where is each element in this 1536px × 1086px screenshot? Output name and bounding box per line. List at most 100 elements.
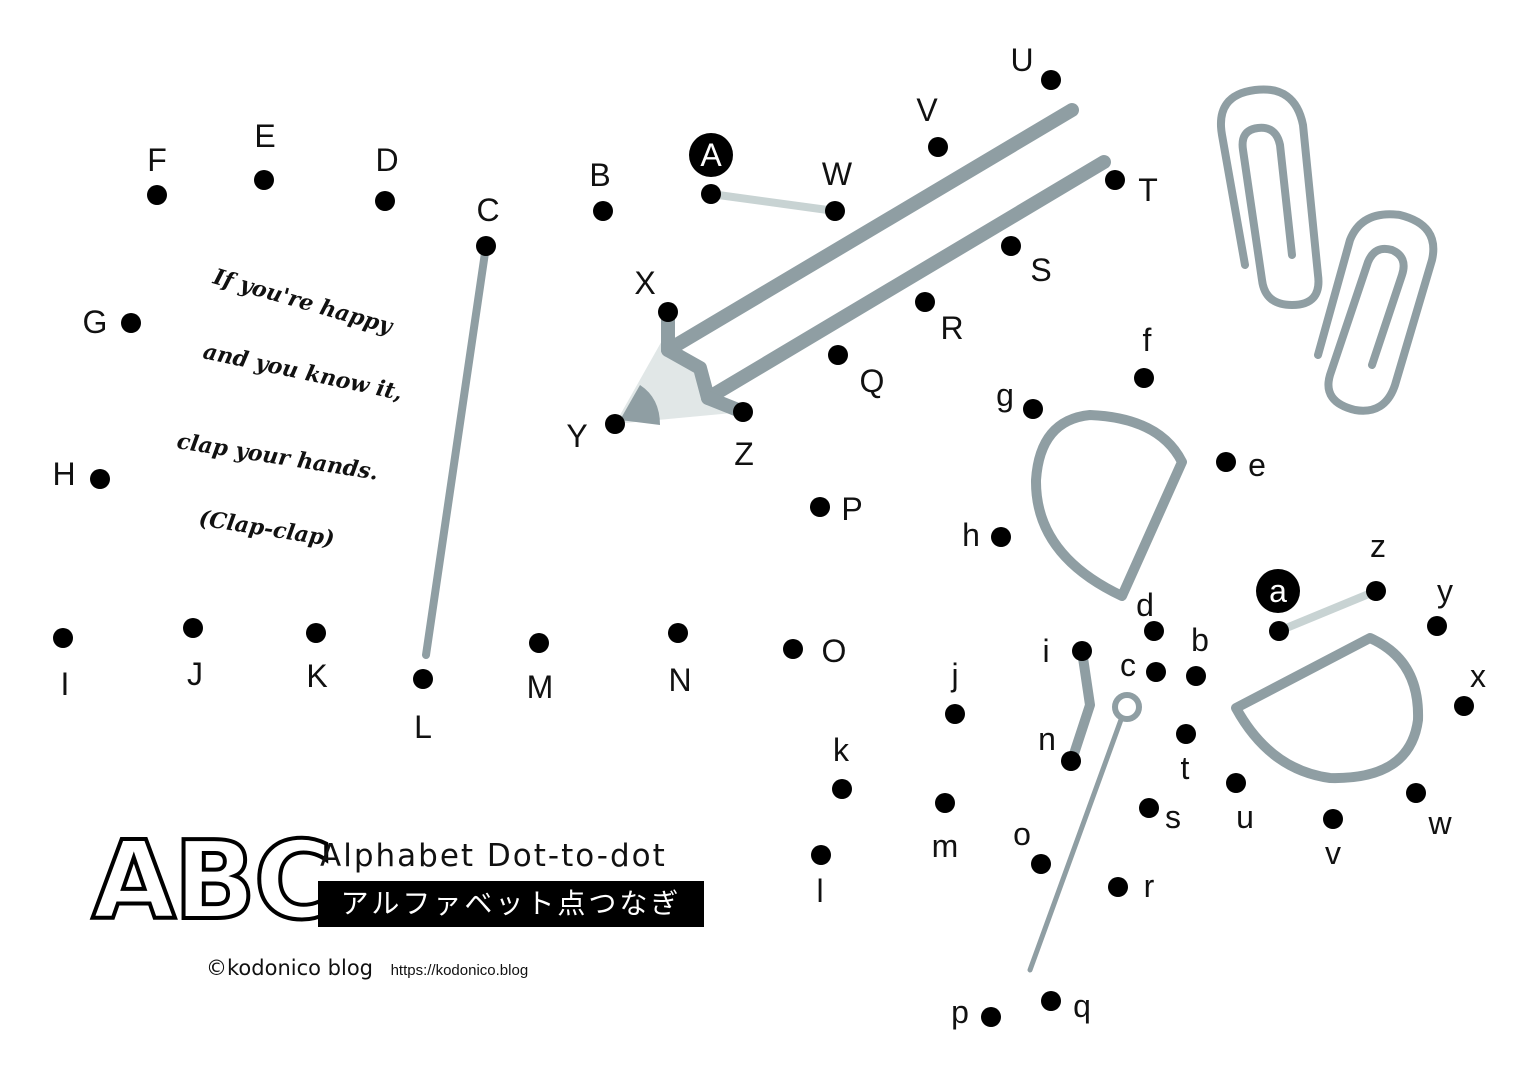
dot[interactable] xyxy=(306,623,326,643)
half-circle-shape xyxy=(1030,410,1187,601)
dot-label: z xyxy=(1370,528,1386,564)
push-pin-drawing xyxy=(1027,692,1142,973)
dot-label: G xyxy=(83,304,108,340)
dot[interactable] xyxy=(701,184,721,204)
dot[interactable] xyxy=(413,669,433,689)
site-url[interactable]: https://kodonico.blog xyxy=(390,962,529,979)
start-badge xyxy=(1256,569,1300,613)
dot[interactable] xyxy=(915,292,935,312)
dot[interactable] xyxy=(593,201,613,221)
dot[interactable] xyxy=(832,779,852,799)
paperclip-icon xyxy=(1217,85,1323,309)
dot-label: L xyxy=(414,709,432,745)
dot[interactable] xyxy=(605,414,625,434)
song-line: and you know it, xyxy=(201,338,405,406)
dot[interactable] xyxy=(1144,621,1164,641)
dot[interactable] xyxy=(254,170,274,190)
song-text: If you're happy and you know it, clap yo… xyxy=(175,263,405,552)
dot[interactable] xyxy=(183,618,203,638)
dot[interactable] xyxy=(1454,696,1474,716)
dot-label: k xyxy=(833,732,850,768)
dot[interactable] xyxy=(935,793,955,813)
dot[interactable] xyxy=(928,137,948,157)
dot-label: e xyxy=(1248,447,1266,483)
dot-label: B xyxy=(589,157,610,193)
dot[interactable] xyxy=(783,639,803,659)
dot-label: F xyxy=(147,142,167,178)
dot[interactable] xyxy=(1323,809,1343,829)
english-title: Alphabet Dot-to-dot xyxy=(320,838,667,874)
pencil-drawing xyxy=(615,103,1111,425)
dot[interactable] xyxy=(1031,854,1051,874)
dot[interactable] xyxy=(658,302,678,322)
dot[interactable] xyxy=(1146,662,1166,682)
dot[interactable] xyxy=(981,1007,1001,1027)
start-badge xyxy=(689,133,733,177)
dot[interactable] xyxy=(1186,666,1206,686)
dot[interactable] xyxy=(1406,783,1426,803)
dot-label: s xyxy=(1165,799,1181,835)
credit-line: ©kodonico blog https://kodonico.blog xyxy=(206,956,528,981)
dot-label: t xyxy=(1181,750,1190,786)
dot-label: S xyxy=(1030,252,1051,288)
dot[interactable] xyxy=(121,313,141,333)
dot[interactable] xyxy=(1427,616,1447,636)
dot[interactable] xyxy=(1072,641,1092,661)
japanese-title: アルファベット点つなぎ xyxy=(318,881,704,927)
start-badge-label: A xyxy=(700,137,722,173)
dot[interactable] xyxy=(945,704,965,724)
dot[interactable] xyxy=(476,236,496,256)
example-line xyxy=(1067,646,1095,765)
dot[interactable] xyxy=(991,527,1011,547)
dot[interactable] xyxy=(733,402,753,422)
dot-label: g xyxy=(996,377,1014,413)
title-block: ABC Alphabet Dot-to-dot アルファベット点つなぎ xyxy=(90,826,712,938)
dot[interactable] xyxy=(90,469,110,489)
dot-label: H xyxy=(52,456,75,492)
dot[interactable] xyxy=(1023,399,1043,419)
dot[interactable] xyxy=(1041,991,1061,1011)
paperclip-icon xyxy=(1314,210,1438,415)
dot[interactable] xyxy=(1176,724,1196,744)
dot-label: l xyxy=(816,873,823,909)
dot-label: m xyxy=(932,828,959,864)
dot-label: y xyxy=(1437,573,1453,609)
dot-label: O xyxy=(822,633,847,669)
dot[interactable] xyxy=(668,623,688,643)
dot-label: u xyxy=(1236,799,1254,835)
dot[interactable] xyxy=(1001,236,1021,256)
half-circle-shape xyxy=(1231,633,1424,784)
abc-logo: ABC xyxy=(90,819,335,944)
pin-line xyxy=(422,242,490,659)
dot[interactable] xyxy=(1108,877,1128,897)
dot-label: U xyxy=(1010,42,1033,78)
dot[interactable] xyxy=(1041,70,1061,90)
dot-label: M xyxy=(527,669,554,705)
dot[interactable] xyxy=(53,628,73,648)
dot[interactable] xyxy=(529,633,549,653)
dot[interactable] xyxy=(1366,581,1386,601)
dot[interactable] xyxy=(1134,368,1154,388)
dot-label: b xyxy=(1191,622,1209,658)
dot[interactable] xyxy=(1061,751,1081,771)
dot-label: I xyxy=(61,666,70,702)
dot[interactable] xyxy=(1216,452,1236,472)
dot-label: v xyxy=(1325,835,1341,871)
dot-label: Z xyxy=(734,436,754,472)
dot[interactable] xyxy=(1105,170,1125,190)
dot-label: n xyxy=(1038,721,1056,757)
dot[interactable] xyxy=(810,497,830,517)
dot[interactable] xyxy=(811,845,831,865)
dot[interactable] xyxy=(147,185,167,205)
dot[interactable] xyxy=(1226,773,1246,793)
dot[interactable] xyxy=(375,191,395,211)
dot[interactable] xyxy=(1139,798,1159,818)
dot-label: Q xyxy=(860,363,885,399)
brand-credit: ©kodonico blog xyxy=(206,956,373,980)
dot[interactable] xyxy=(825,201,845,221)
dot[interactable] xyxy=(1269,621,1289,641)
dot[interactable] xyxy=(828,345,848,365)
